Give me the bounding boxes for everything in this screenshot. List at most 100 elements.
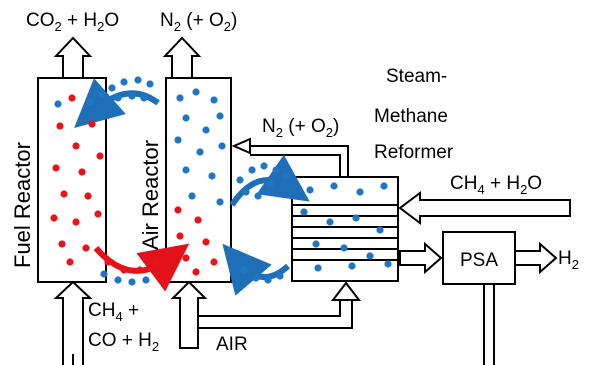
- oxidized-particle: [128, 92, 136, 100]
- psa-box: [442, 231, 516, 285]
- air-inlet-arrow: [170, 280, 208, 349]
- oxidized-particle: [248, 166, 256, 174]
- reduced-particle: [60, 190, 68, 198]
- oxidized-particle: [140, 94, 148, 102]
- reduced-particle: [202, 238, 210, 246]
- oxidized-particle: [114, 276, 122, 284]
- air-reactor-particles: [174, 88, 226, 276]
- oxidized-particle: [128, 278, 136, 286]
- oxidized-particle: [366, 252, 374, 260]
- oxidized-particle: [326, 218, 334, 226]
- oxidized-particle: [192, 88, 200, 96]
- reduced-carrier-flow-arrow: [93, 243, 190, 292]
- fuel-exhaust-label: CO2 + H2O: [26, 10, 119, 34]
- air-inlet-label: AIR: [216, 334, 248, 355]
- reduced-particle: [194, 216, 202, 224]
- svg-text:H2: H2: [558, 248, 579, 272]
- oxidized-particle: [312, 240, 320, 248]
- oxidized-particle: [384, 260, 392, 268]
- oxidized-particle: [254, 192, 262, 200]
- oxidized-particle: [352, 214, 360, 222]
- reformer-to-air-flow-arrow: [222, 243, 291, 296]
- oxidized-particle: [330, 182, 338, 190]
- reduced-particle: [94, 210, 102, 218]
- air-reactor: [165, 77, 232, 283]
- oxidized-particle: [188, 192, 196, 200]
- oxidized-particle: [376, 226, 384, 234]
- reduced-particle: [96, 152, 104, 160]
- oxidized-particle: [134, 76, 142, 84]
- oxidized-particle: [174, 136, 182, 144]
- reduced-particle: [50, 214, 58, 222]
- reformer-n2-arrow: [231, 137, 251, 155]
- oxidized-particle: [300, 208, 308, 216]
- oxidized-particle: [86, 98, 94, 106]
- oxidized-particle: [196, 148, 204, 156]
- oxidized-particle: [108, 84, 116, 92]
- feed-label: CH4 + H2O: [450, 173, 542, 197]
- oxidized-particle: [120, 78, 128, 86]
- oxidized-particle: [356, 188, 364, 196]
- svg-text:CH4 + H2O: CH4 + H2O: [450, 173, 542, 197]
- reduced-particle: [56, 122, 64, 130]
- reformer-label: Steam- Methane Reformer: [374, 66, 454, 163]
- reduced-particle: [174, 206, 182, 214]
- fuel-inlet-label: CH4 + CO + H2: [88, 300, 159, 354]
- reduced-particle: [78, 168, 86, 176]
- oxidized-particle: [182, 114, 190, 122]
- reduced-particle: [88, 120, 96, 128]
- svg-text:N2 (+ O2): N2 (+ O2): [160, 10, 237, 34]
- oxidized-particle: [182, 166, 190, 174]
- oxidized-particle: [218, 142, 226, 150]
- oxidized-particle: [348, 262, 356, 270]
- svg-text:CO2 + H2O: CO2 + H2O: [26, 10, 119, 34]
- oxidized-carrier-flow-arrow: [74, 78, 160, 128]
- oxidized-particle: [216, 198, 224, 206]
- air-exhaust-label: N2 (+ O2): [160, 10, 237, 34]
- oxidized-particle: [282, 172, 290, 180]
- oxidized-particle: [314, 264, 322, 272]
- oxidized-particle: [340, 244, 348, 252]
- fuel-reactor-particles: [50, 90, 106, 266]
- reduced-particle: [192, 268, 200, 276]
- reduced-particle: [82, 244, 90, 252]
- svg-text:N2 (+ O2): N2 (+ O2): [262, 116, 339, 140]
- reduced-particle: [72, 218, 80, 226]
- oxidized-particle: [216, 112, 224, 120]
- reduced-particle: [210, 258, 218, 266]
- oxidized-particle: [202, 126, 210, 134]
- oxidized-particle: [306, 186, 314, 194]
- reduced-particle: [152, 258, 160, 266]
- reduced-particle: [84, 192, 92, 200]
- oxidized-particle: [242, 188, 250, 196]
- reduced-particle: [66, 258, 74, 266]
- reformer-air-arrow: [330, 281, 362, 301]
- air-to-reformer-flow-arrow: [229, 154, 310, 207]
- reformer-particles: [300, 182, 392, 272]
- reduced-particle: [104, 258, 112, 266]
- oxidized-particle: [210, 96, 218, 104]
- oxidized-particle: [260, 162, 268, 170]
- reduced-particle: [68, 94, 76, 102]
- oxidized-particle: [272, 166, 280, 174]
- h2-product-arrow: [514, 241, 558, 275]
- reduced-particle: [136, 266, 144, 274]
- oxidized-particle: [276, 272, 284, 280]
- h2-product-label: H2: [558, 248, 579, 272]
- reformer-n2-label: N2 (+ O2): [262, 116, 339, 140]
- oxidized-particle: [208, 172, 216, 180]
- svg-text:Methane: Methane: [374, 106, 448, 127]
- air-reactor-label: Air Reactor: [138, 140, 163, 250]
- reduced-particle: [52, 164, 60, 172]
- oxidized-particle: [236, 176, 244, 184]
- reformer-n2-pipe: [250, 145, 349, 177]
- oxidized-particle: [146, 80, 154, 88]
- oxidized-particle: [98, 90, 106, 98]
- reduced-particle: [58, 240, 66, 248]
- svg-text:CH4 +: CH4 +: [88, 300, 139, 324]
- air-line-to-reformer: [198, 300, 353, 329]
- fuel-reactor-label: Fuel Reactor: [10, 142, 35, 268]
- reduced-particle: [182, 254, 190, 262]
- oxidized-particle: [142, 276, 150, 284]
